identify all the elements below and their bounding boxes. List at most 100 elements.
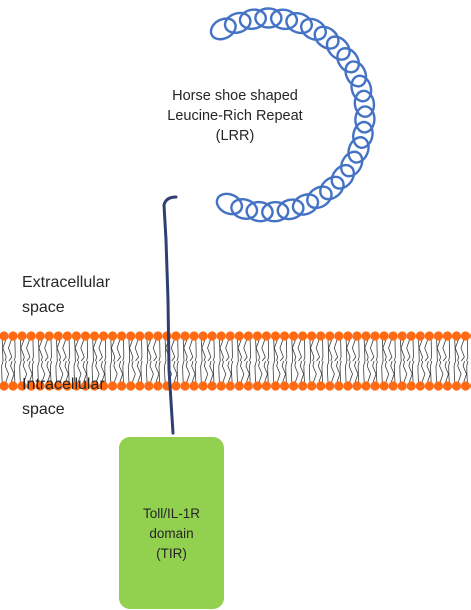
coil-loop (333, 44, 363, 76)
tir-domain-box: Toll/IL-1R domain (TIR) (119, 437, 224, 609)
lipid-head-outer (180, 331, 189, 340)
lipid-head-outer (135, 331, 144, 340)
lipid-head-inner (189, 381, 198, 390)
lipid-tail-lower (11, 361, 16, 382)
lipid-tail-lower (155, 361, 160, 382)
lipid-tail-upper (280, 340, 287, 361)
lipid-head-outer (162, 331, 171, 340)
lrr-label-line-1: Horse shoe shaped (140, 86, 330, 106)
lipid-head-outer (461, 331, 470, 340)
lrr-label-line-3: (LRR) (140, 126, 330, 146)
tir-domain-label: Toll/IL-1R domain (TIR) (143, 504, 200, 564)
lipid-head-inner (298, 381, 307, 390)
lipid-tail-upper (298, 340, 305, 361)
lipid-tail-upper (437, 340, 441, 361)
extracellular-label-line-2: space (22, 295, 110, 320)
lipid-head-inner (171, 381, 180, 390)
lipid-head-inner (235, 381, 244, 390)
lipid-tail-upper (443, 340, 450, 361)
lipid-tail-lower (146, 361, 153, 382)
lipid-tail-upper (208, 340, 215, 361)
lipid-tail-lower (400, 361, 407, 382)
lipid-tail-lower (219, 361, 226, 382)
lipid-head-outer (262, 331, 271, 340)
lipid-tail-lower (174, 361, 179, 382)
lipid-tail-upper (370, 340, 377, 361)
lipid-heads-outer (0, 331, 471, 340)
lipid-tail-lower (201, 361, 208, 382)
lipid-head-inner (307, 381, 316, 390)
lipid-tail-upper (135, 340, 142, 361)
lipid-tail-lower (110, 361, 117, 382)
lipid-tail-upper (226, 340, 233, 361)
lipid-tail-lower (336, 361, 341, 382)
coil-loop (345, 134, 372, 165)
tir-label-line-2: domain (143, 524, 200, 544)
lipid-head-inner (135, 381, 144, 390)
lipid-head-inner (343, 381, 352, 390)
lipid-head-outer (199, 331, 208, 340)
lipid-head-inner (153, 381, 162, 390)
lipid-tail-lower (192, 361, 197, 382)
lipid-head-outer (27, 331, 36, 340)
lipid-tail-upper (382, 340, 386, 361)
lrr-label: Horse shoe shaped Leucine-Rich Repeat (L… (140, 86, 330, 146)
lipid-tail-lower (327, 361, 334, 382)
lipid-head-outer (334, 331, 343, 340)
lipid-head-inner (244, 381, 253, 390)
lipid-head-outer (126, 331, 135, 340)
lipid-tail-upper (183, 340, 187, 361)
lipid-head-inner (8, 381, 17, 390)
coil-loop (342, 58, 370, 90)
lipid-tail-upper (292, 340, 296, 361)
intracellular-label: Intracellular space (22, 372, 105, 422)
lipid-tail-upper (244, 340, 251, 361)
lipid-head-outer (280, 331, 289, 340)
lipid-tail-lower (210, 361, 215, 382)
lipid-head-outer (8, 331, 17, 340)
lipid-head-outer (18, 331, 27, 340)
lipid-head-outer (90, 331, 99, 340)
coil-loop (207, 14, 239, 43)
lipid-tail-lower (418, 361, 425, 382)
lipid-head-inner (180, 381, 189, 390)
lipid-tail-upper (389, 340, 396, 361)
lipid-tail-upper (316, 340, 323, 361)
lipid-head-outer (189, 331, 198, 340)
lipid-tail-upper (27, 340, 34, 361)
lipid-head-outer (36, 331, 45, 340)
lipid-tail-upper (63, 340, 70, 361)
lipid-head-outer (226, 331, 235, 340)
lipid-tail-lower (282, 361, 287, 382)
lipid-head-outer (434, 331, 443, 340)
coil-loop (284, 10, 315, 36)
lipid-tail-upper (93, 340, 97, 361)
lipid-tail-upper (461, 340, 468, 361)
coil-loop (337, 148, 367, 180)
lipid-tail-upper (147, 340, 151, 361)
lipid-head-inner (117, 381, 126, 390)
lipid-tail-upper (2, 340, 6, 361)
lipid-head-outer (452, 331, 461, 340)
lipid-tail-lower (246, 361, 251, 382)
extracellular-label: Extracellular space (22, 270, 110, 320)
lipid-tail-lower (237, 361, 244, 382)
coil-loop (298, 15, 330, 44)
lipid-tail-upper (129, 340, 133, 361)
lipid-tail-upper (38, 340, 42, 361)
lipid-head-inner (380, 381, 389, 390)
lipid-head-outer (316, 331, 325, 340)
lipid-head-outer (0, 331, 9, 340)
lipid-tail-lower (119, 361, 124, 382)
lipid-tail-lower (364, 361, 371, 382)
coil-loop (349, 73, 374, 103)
lipid-tail-upper (352, 340, 359, 361)
lipid-tail-upper (75, 340, 79, 361)
lipid-head-outer (117, 331, 126, 340)
lipid-head-outer (72, 331, 81, 340)
lipid-tail-lower (273, 361, 280, 382)
lipid-head-inner (253, 381, 262, 390)
lipid-tail-upper (20, 340, 24, 361)
lipid-head-inner (352, 381, 361, 390)
lipid-tail-upper (400, 340, 404, 361)
